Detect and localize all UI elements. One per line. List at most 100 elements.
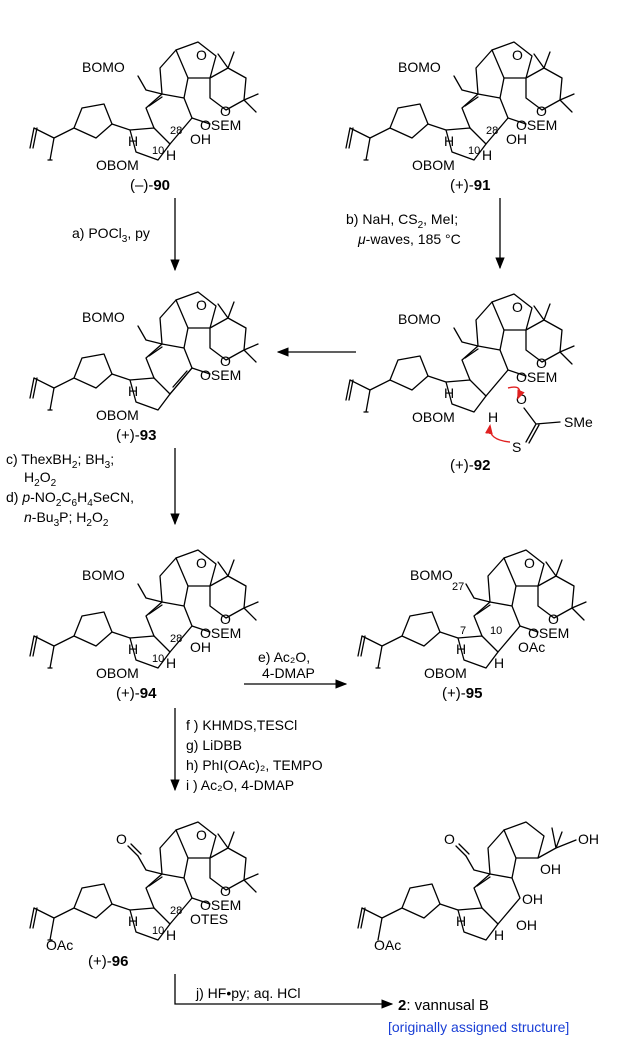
condition-b2: μ-waves, 185 °C	[357, 231, 461, 247]
label-oh3: OH	[522, 891, 543, 907]
label-oh: OH	[190, 131, 211, 147]
label-o1: O	[196, 297, 207, 313]
label-oac: OAc	[374, 937, 401, 953]
compound-96-structure: O OSEM O O H H OTES OAc 28 10	[29, 821, 259, 953]
label-obom: OBOM	[424, 665, 467, 681]
compound-91-structure: BOMO OSEM O O H H OH OBOM 28 10	[345, 41, 575, 173]
label-o1: O	[196, 47, 207, 63]
label-o2: O	[220, 103, 231, 119]
label-h1: H	[128, 641, 138, 657]
label-o2: O	[220, 883, 231, 899]
compound-92-structure: BOMO OSEM O O H O SMe S H OBOM	[345, 293, 593, 455]
compound-96-label: (+)-96	[88, 953, 128, 970]
label-oac: OAc	[518, 639, 545, 655]
label-bomo: BOMO	[82, 309, 125, 325]
locant-28: 28	[170, 905, 182, 917]
label-oh: OH	[506, 131, 527, 147]
label-o1: O	[196, 827, 207, 843]
vannusal-b-structure: O OH OH OH OH H H OAc	[357, 821, 599, 953]
label-h1: H	[128, 133, 138, 149]
label-obom: OBOM	[96, 665, 139, 681]
label-o-xanthate: O	[516, 391, 527, 407]
label-obom: OBOM	[96, 407, 139, 423]
label-o2: O	[220, 611, 231, 627]
locant-28: 28	[486, 125, 498, 137]
label-bomo: BOMO	[398, 59, 441, 75]
condition-c2: H2O2	[24, 469, 57, 489]
label-bomo: BOMO	[82, 59, 125, 75]
locant-28: 28	[170, 125, 182, 137]
locant-10: 10	[490, 625, 502, 637]
condition-i: i ) Ac₂O, 4-DMAP	[186, 777, 294, 793]
compound-95-structure: BOMO OSEM O O H H OAc OBOM 27 10 7	[357, 549, 587, 681]
label-s: S	[512, 439, 521, 455]
electron-arrow-1	[507, 386, 525, 400]
locant-28: 28	[170, 633, 182, 645]
compound-90-structure: BOMO OSEM O O H H OH OBOM 28 10	[29, 41, 259, 173]
label-h2: H	[494, 655, 504, 671]
label-osem: OSEM	[528, 625, 569, 641]
compound-90-label: (–)-90	[130, 177, 170, 194]
locant-7: 7	[460, 625, 466, 637]
condition-a: a) POCl3, py	[72, 225, 150, 245]
label-h-eliminated: H	[488, 409, 498, 425]
label-obom: OBOM	[96, 157, 139, 173]
locant-10: 10	[468, 145, 480, 157]
electron-arrow-2	[485, 424, 511, 443]
label-h2: H	[482, 147, 492, 163]
label-bomo: BOMO	[398, 311, 441, 327]
compound-94-structure: BOMO OSEM O O H H OH OBOM 28 10	[29, 549, 259, 681]
locant-27: 27	[452, 581, 464, 593]
label-o1: O	[196, 555, 207, 571]
compound-91-label: (+)-91	[450, 177, 490, 194]
label-bomo: BOMO	[82, 567, 125, 583]
label-h1: H	[456, 913, 466, 929]
label-oh: OH	[190, 639, 211, 655]
label-osem: OSEM	[200, 625, 241, 641]
label-aldehyde-o: O	[116, 831, 127, 847]
label-obom: OBOM	[412, 157, 455, 173]
label-otes: OTES	[190, 911, 228, 927]
condition-f: f ) KHMDS,TESCl	[186, 717, 297, 733]
label-h2: H	[494, 927, 504, 943]
label-h1: H	[128, 913, 138, 929]
label-h2: H	[166, 655, 176, 671]
label-aldehyde-o: O	[444, 831, 455, 847]
condition-h: h) PhI(OAc)₂, TEMPO	[186, 757, 323, 773]
label-h2: H	[166, 927, 176, 943]
label-bomo: BOMO	[410, 567, 453, 583]
compound-92-label: (+)-92	[450, 457, 490, 474]
label-osem: OSEM	[200, 367, 241, 383]
label-o2: O	[536, 103, 547, 119]
condition-j: j) HF•py; aq. HCl	[195, 985, 300, 1001]
condition-e1: e) Ac₂O,	[258, 649, 310, 665]
compound-93-structure: BOMO OSEM O O H OBOM	[29, 291, 259, 423]
label-o1: O	[512, 47, 523, 63]
label-h1: H	[456, 641, 466, 657]
label-oh2: OH	[540, 861, 561, 877]
label-oh1: OH	[578, 831, 599, 847]
label-h2: H	[166, 147, 176, 163]
label-o1: O	[512, 299, 523, 315]
condition-b1: b) NaH, CS2, MeI;	[346, 211, 458, 231]
label-osem: OSEM	[516, 117, 557, 133]
condition-e2: 4-DMAP	[262, 665, 315, 681]
label-h1: H	[444, 133, 454, 149]
compound-95-label: (+)-95	[442, 685, 482, 702]
label-h1: H	[444, 385, 454, 401]
label-osem: OSEM	[516, 369, 557, 385]
label-osem: OSEM	[200, 897, 241, 913]
label-obom: OBOM	[412, 409, 455, 425]
condition-d2: n-Bu3P; H2O2	[24, 509, 109, 529]
label-h1: H	[128, 383, 138, 399]
condition-g: g) LiDBB	[186, 737, 242, 753]
label-o1: O	[524, 555, 535, 571]
locant-10: 10	[152, 653, 164, 665]
label-oac: OAc	[46, 937, 73, 953]
label-o2: O	[548, 611, 559, 627]
label-o2: O	[220, 353, 231, 369]
condition-d1: d) p-NO2C6H4SeCN,	[6, 489, 134, 509]
final-product-label: 2: vannusal B	[398, 997, 489, 1014]
compound-94-label: (+)-94	[116, 685, 157, 702]
